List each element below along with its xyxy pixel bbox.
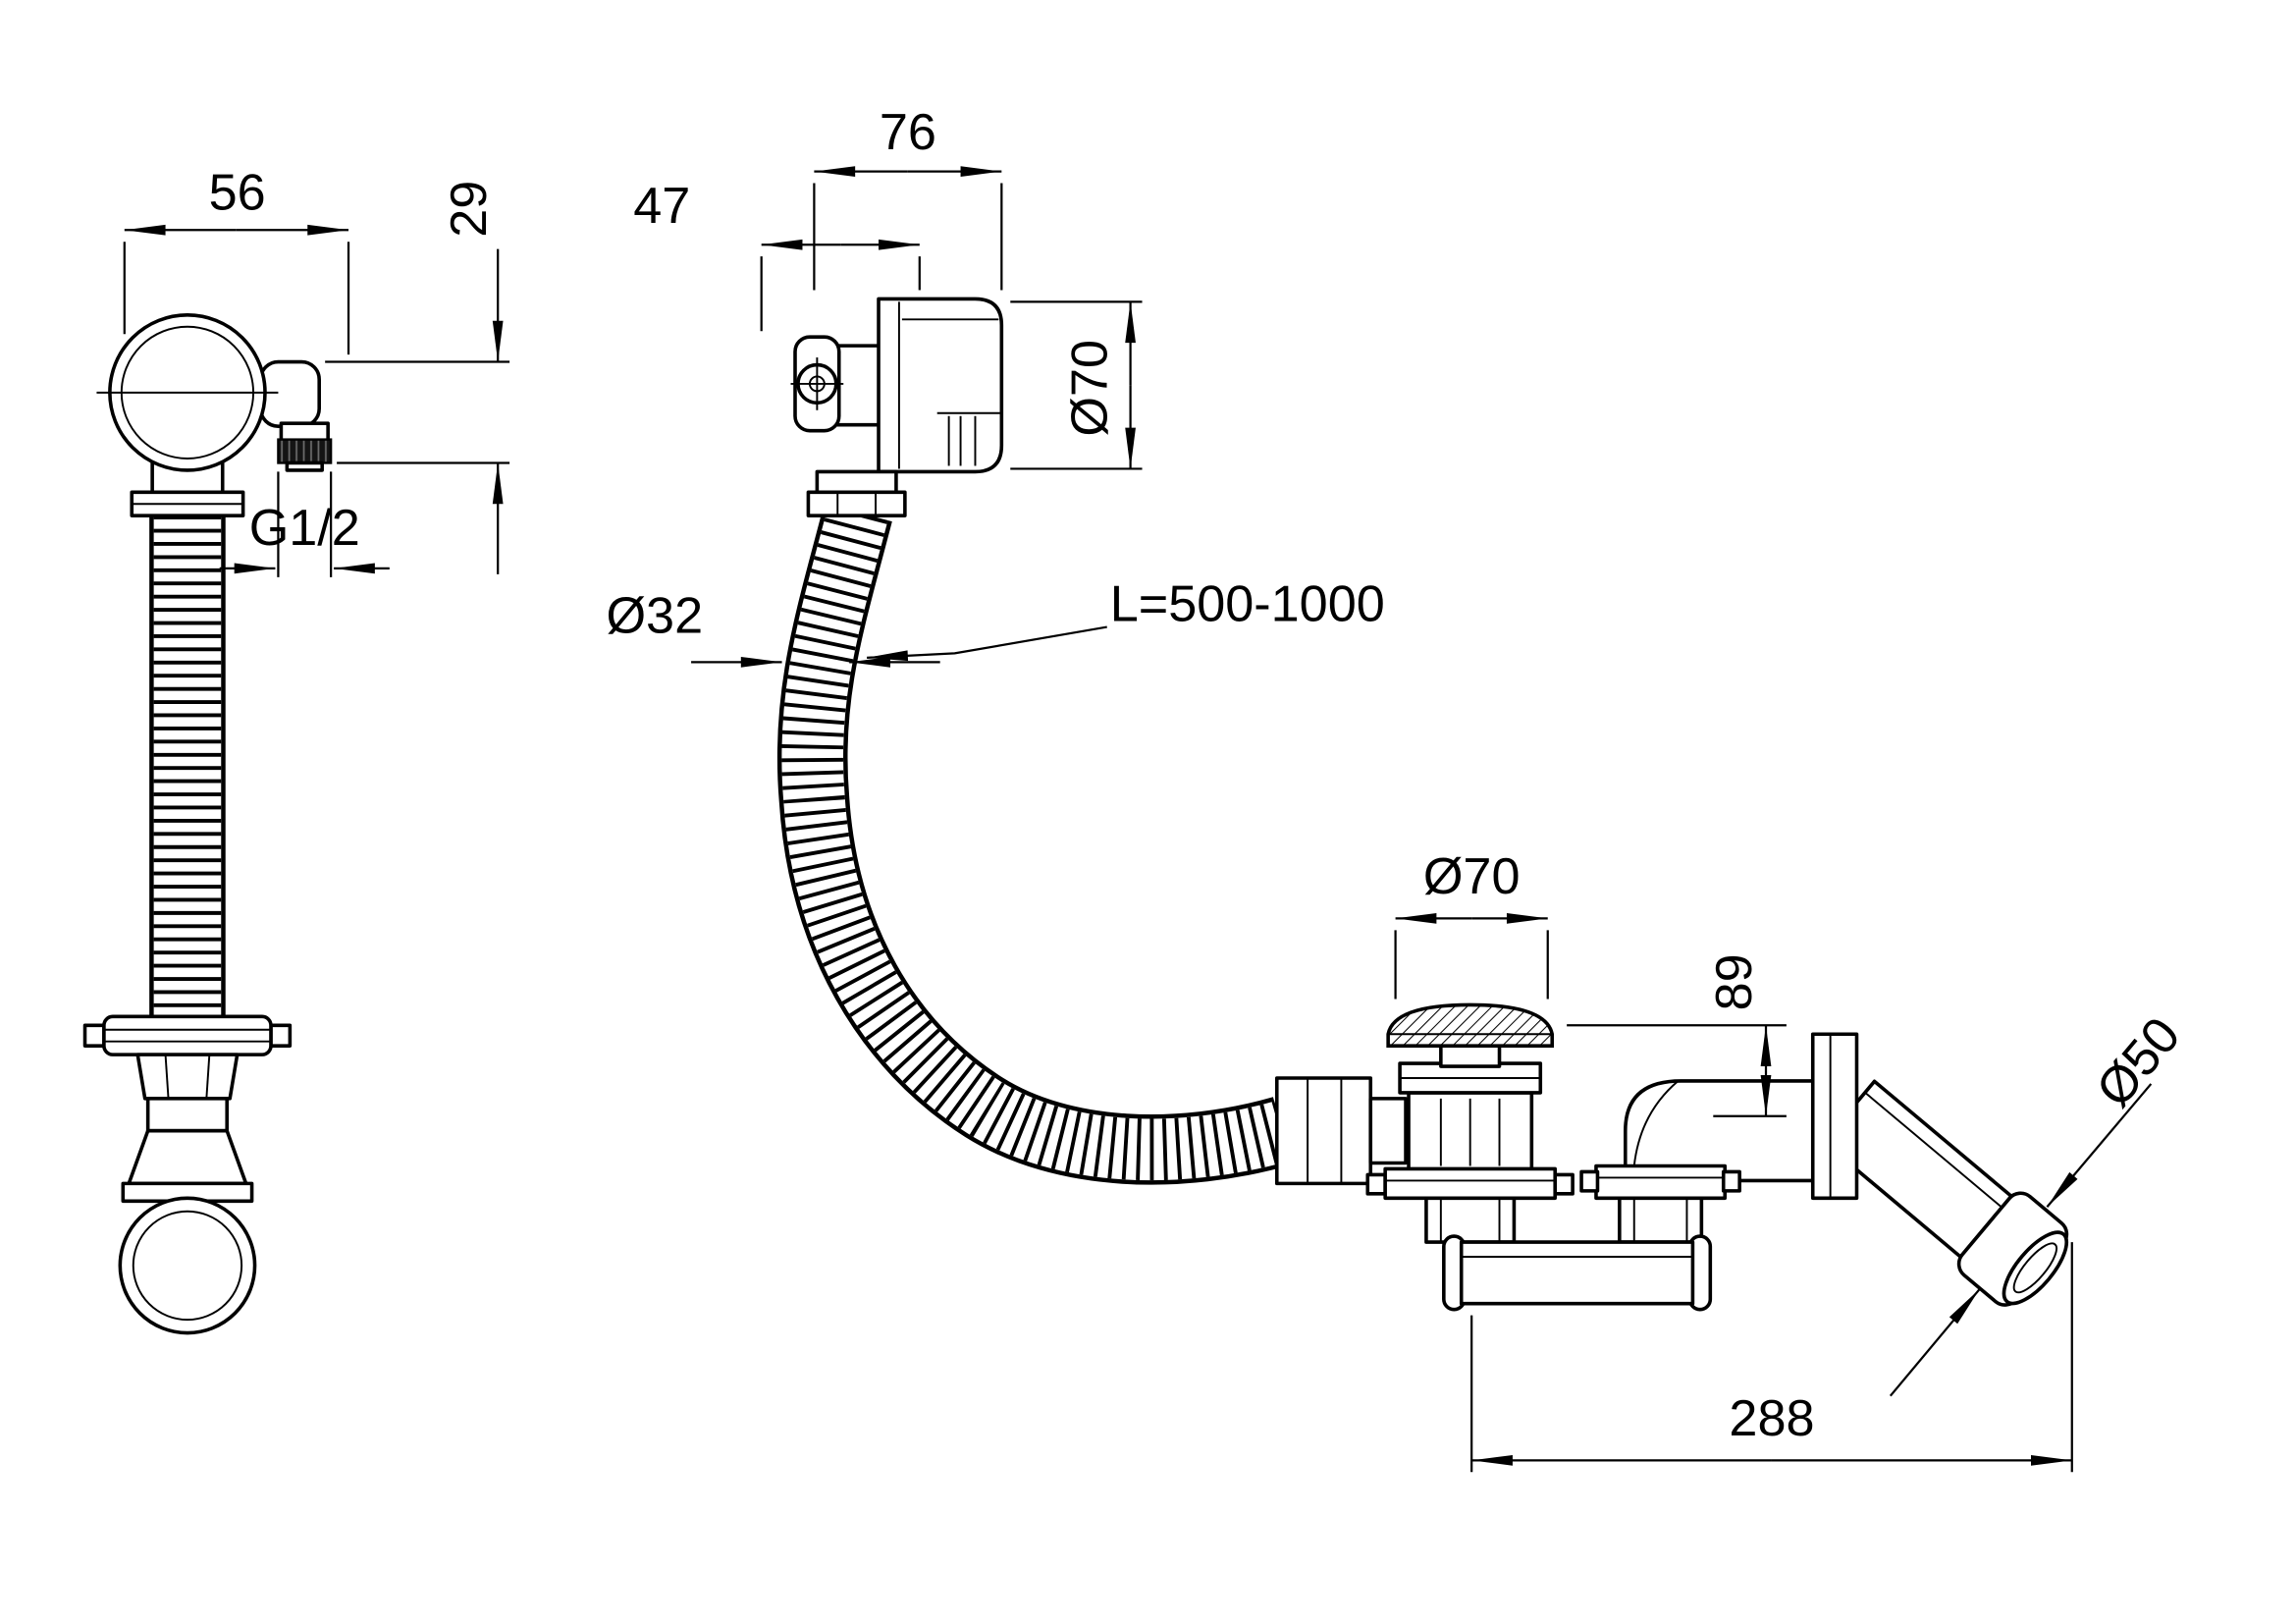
- dim-side-depth: 76: [880, 104, 936, 161]
- dim-hose-length: L=500-1000: [1110, 576, 1385, 633]
- front-drain-elbow: [82, 1014, 293, 1335]
- dim-side-rosette-diameter: Ø70: [1062, 340, 1119, 437]
- drain-assembly: Ø70 89 Ø50 288: [1274, 848, 2192, 1473]
- popup-waste: [1365, 1002, 1575, 1244]
- dim-hose-diameter: Ø32: [606, 588, 703, 645]
- overflow-riser: [1579, 1163, 1741, 1244]
- side-corrugated-hose: [776, 504, 1293, 1185]
- dim-side-face-depth: 47: [633, 178, 690, 235]
- front-overflow-body: [96, 313, 333, 517]
- wall-flange: [1810, 1032, 1859, 1201]
- dim-front-width: 56: [209, 164, 266, 221]
- side-view: 76 47 Ø70 Ø32 L=500-1000: [606, 104, 1385, 1185]
- dim-trap-length: 288: [1729, 1390, 1814, 1447]
- dim-front-thread: G1/2: [249, 500, 360, 557]
- thread-nipple: [277, 438, 333, 464]
- hose-union-nut: [1274, 1076, 1408, 1186]
- front-dimensions: 56 29 G1/2: [123, 164, 510, 577]
- waste-cap: [1386, 1002, 1555, 1048]
- side-overflow-body: [790, 297, 1004, 517]
- side-dimensions: 76 47 Ø70 Ø32 L=500-1000: [606, 104, 1385, 668]
- dim-outlet-diameter: Ø50: [2086, 1007, 2192, 1118]
- front-view: 56 29 G1/2: [82, 164, 510, 1335]
- outlet-opening: [118, 1196, 257, 1335]
- dim-front-elbow-height: 29: [441, 181, 498, 238]
- bottom-pipe: [1442, 1234, 1713, 1312]
- dim-plug-diameter: Ø70: [1423, 848, 1521, 905]
- dim-trap-height: 89: [1706, 953, 1763, 1010]
